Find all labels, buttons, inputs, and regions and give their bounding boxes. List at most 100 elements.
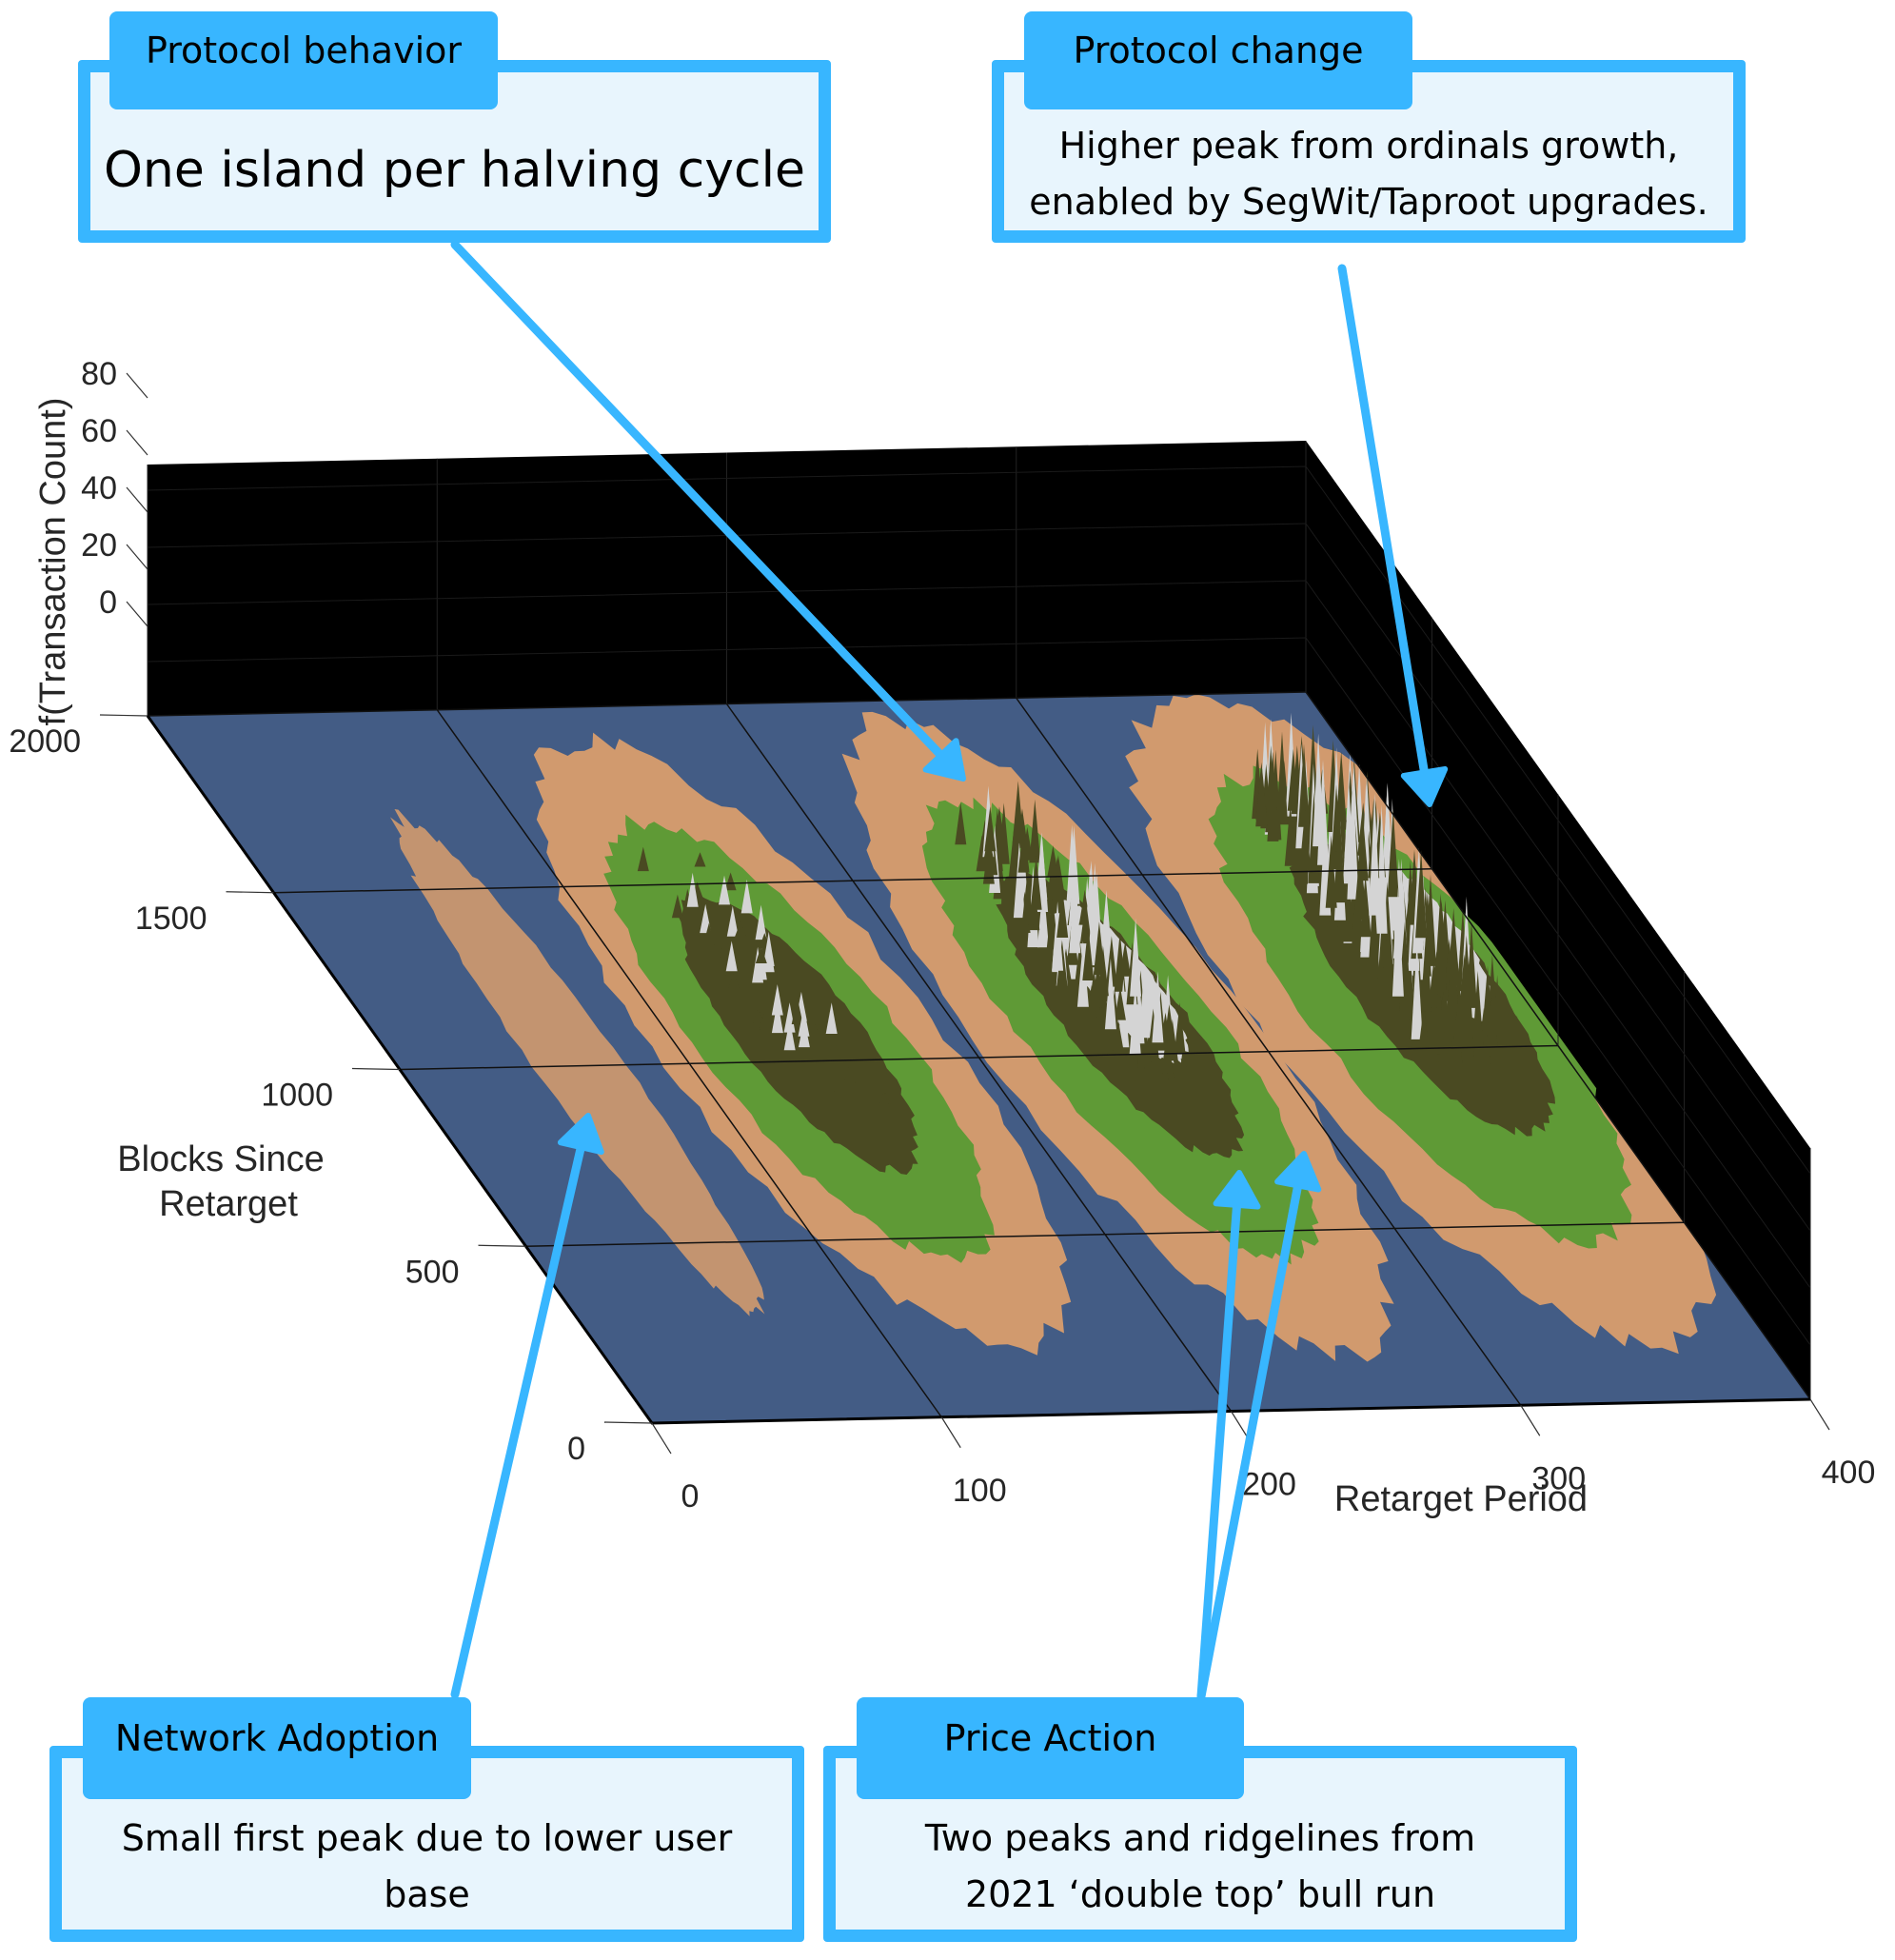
x-tick-label: 0 [681,1478,700,1515]
peak-spike [1030,855,1042,910]
callout-text: One island per halving cycle [103,141,806,199]
callout-tab-label: Protocol change [1073,29,1364,71]
peak-spike [771,984,783,1016]
peak-spike [1021,871,1034,925]
callout-tab-label: Price Action [943,1716,1157,1759]
z-tick-label: 40 [81,470,117,506]
peak-spike [1417,1007,1430,1053]
peak-spike [1114,986,1126,1020]
z-tick-label: 60 [81,413,117,449]
peak-spike [760,1005,772,1030]
peak-spike [1433,978,1446,1055]
peak-spike [1415,850,1428,939]
peak-spike [1276,731,1288,823]
island [533,732,1072,1356]
callout-tab: Protocol behavior [109,11,498,109]
x-tick-label: 100 [953,1473,1007,1509]
arrow-shaft [1337,264,1430,777]
arrow-head [1213,1170,1261,1210]
peak-spike [1152,971,1164,1043]
peak-spike [1428,960,1440,1008]
peak-spike [792,1055,804,1074]
arrow-price-action-1 [1196,1170,1261,1701]
y-tick [99,714,148,717]
grid-line-z [147,637,1811,1346]
peak-spike [815,1082,827,1106]
callout-text-line1: Two peaks and ridgelines from [924,1817,1476,1860]
peak-spike [1267,751,1279,830]
peak-spike [762,937,775,973]
peak-spike [1368,882,1380,975]
z-axis-title: f(Transaction Count) [33,398,73,726]
x-tick-label: 300 [1531,1460,1586,1496]
peak-spike [1105,936,1117,987]
peak-spike [1114,932,1126,992]
peak-spike [1068,825,1080,904]
peak-spike [1012,781,1024,843]
peak-spike [783,1002,796,1033]
arrow-shaft [1196,1180,1303,1701]
y-tick-label: 500 [405,1254,460,1290]
peak-spike [1380,937,1392,997]
x-tick [940,1416,961,1449]
peak-spike [702,922,715,945]
arrow-head [922,738,966,782]
peak-spike [686,872,699,907]
grid-line-z [147,523,1811,1232]
y-tick [603,1421,653,1424]
callout-text-line2: base [384,1873,470,1915]
peak-spike [1117,1033,1130,1068]
peak-spike [1174,1002,1186,1055]
grid-line-y [147,691,1307,717]
island [1125,694,1717,1355]
annotation-arrows [450,240,1449,1701]
arrow-price-action-2 [1196,1151,1322,1701]
peak-spike [1298,743,1310,827]
peak-spike [671,894,683,919]
peak-spike [720,933,731,960]
peak-spike [1333,808,1346,903]
z-tick [126,486,148,513]
peak-spike [1048,852,1060,889]
callout-tab: Network Adoption [83,1697,471,1799]
callout-tab-label: Protocol behavior [146,29,462,71]
y-axis-title-line2: Retarget [159,1184,298,1224]
peak-spike [736,977,748,1000]
island [389,809,765,1317]
peak-spike [1129,984,1141,1055]
peak-spike [1056,888,1069,938]
y-tick-label: 1000 [261,1078,333,1114]
peak-spike [828,1090,840,1109]
peak-spike [1447,931,1459,1013]
peak-spike [828,1038,839,1058]
peak-spike [755,904,767,940]
peak-spike [1444,1032,1456,1071]
peak-spike [783,1019,796,1051]
peak-spike [726,905,739,937]
peak-spike [984,806,997,852]
peak-spike [1161,1032,1174,1074]
island-band-forest [676,892,918,1175]
peak-spike [1411,941,1423,1039]
peak-spike [1347,772,1359,900]
z-tick-label: 0 [99,584,117,621]
peak-spike [752,946,764,983]
callout-tab-label: Network Adoption [114,1716,440,1759]
peak-spike [1087,883,1099,966]
x-axis-title: Retarget Period [1334,1479,1588,1519]
z-tick-label: 80 [81,356,117,392]
islands-layer [389,694,1717,1362]
peak-spike [997,802,1010,864]
peak-spike [878,1091,890,1108]
peak-spike [1082,926,1095,980]
callout-tab: Price Action [857,1697,1244,1799]
y-tick [351,1067,401,1071]
peak-spike [1284,803,1296,866]
peak-spike [1177,1051,1190,1079]
peak-spike [1381,881,1393,968]
grid-line-z [147,465,1811,1175]
arrow-protocol-change [1337,264,1449,807]
peak-spike [1486,997,1498,1047]
